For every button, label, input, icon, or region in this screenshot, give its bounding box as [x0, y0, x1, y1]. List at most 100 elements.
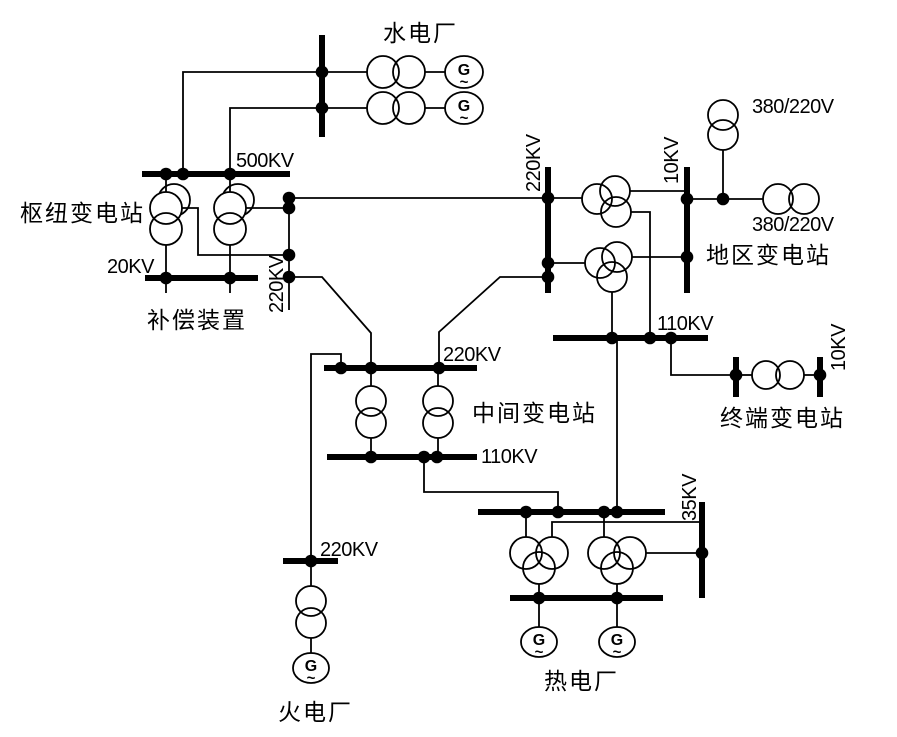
- transformer-winding: [422, 407, 454, 439]
- transformer-winding: [707, 119, 739, 151]
- generator-circle: [292, 652, 330, 684]
- voltage-label-380-220v: 380/220V: [752, 214, 835, 236]
- voltage-label-10kv-rotated: 10KV: [661, 136, 683, 184]
- junction-dot: [159, 271, 173, 285]
- voltage-label-500kv: 500KV: [236, 150, 295, 172]
- hydro-plant-group: 水电厂 G ~ G ~: [182, 20, 484, 174]
- generator-letter: G: [305, 658, 317, 675]
- junction-dot: [541, 256, 555, 270]
- wire: [229, 107, 322, 174]
- transformer-winding: [149, 212, 183, 246]
- generator-wave: ~: [460, 74, 469, 91]
- junction-dot: [680, 250, 694, 264]
- hub-substation-group: 500KV 枢纽变电站 20KV 补偿装置 220KV: [20, 150, 295, 333]
- junction-dot: [643, 331, 657, 345]
- terminal-substation-label: 终端变电站: [720, 405, 845, 431]
- transformer-winding: [707, 99, 739, 131]
- junction-dot: [315, 101, 329, 115]
- junction-dot: [282, 248, 296, 262]
- voltage-label-380-220v: 380/220V: [752, 96, 835, 118]
- transformer-winding: [596, 261, 628, 293]
- junction-dot: [364, 361, 378, 375]
- cogen-plant-label: 热电厂: [544, 668, 619, 694]
- compensation-device-label: 补偿装置: [147, 307, 247, 333]
- voltage-label-110kv: 110KV: [481, 446, 538, 468]
- junction-dot: [176, 167, 190, 181]
- transformer-winding: [599, 175, 631, 207]
- voltage-label-20kv: 20KV: [107, 256, 155, 278]
- junction-dot: [551, 505, 565, 519]
- generator-wave: ~: [460, 110, 469, 127]
- wire: [670, 338, 733, 376]
- voltage-label-220kv: 220KV: [320, 539, 379, 561]
- junction-dot: [610, 505, 624, 519]
- generator-letter: G: [458, 98, 470, 115]
- transformer-winding: [600, 551, 634, 585]
- transformer-winding: [600, 196, 632, 228]
- generator-letter: G: [533, 632, 545, 649]
- wire: [182, 71, 322, 174]
- junction-dot: [605, 331, 619, 345]
- hydro-plant-label: 水电厂: [383, 20, 458, 46]
- generator-circle: [444, 91, 484, 125]
- regional-substation-group: 220KV 10KV 地区变电站 380/220V 380/220V: [523, 96, 835, 512]
- generator-circle: [598, 626, 636, 658]
- transformer-winding: [213, 212, 247, 246]
- generator-circle: [520, 626, 558, 658]
- generator-letter: G: [611, 632, 623, 649]
- voltage-label-10kv-rotated: 10KV: [828, 323, 850, 371]
- junction-dot: [541, 191, 555, 205]
- terminal-substation-group: 10KV 终端变电站: [670, 323, 850, 431]
- generator-wave: ~: [535, 644, 544, 661]
- transformer-winding: [366, 55, 400, 89]
- intermediate-substation-label: 中间变电站: [472, 400, 597, 426]
- voltage-label-35kv-rotated: 35KV: [679, 473, 701, 521]
- junction-dot: [282, 270, 296, 284]
- junction-dot: [813, 368, 827, 382]
- wire-hub-to-intermediate: [289, 276, 372, 368]
- wire: [631, 211, 651, 338]
- voltage-label-220kv-rotated: 220KV: [523, 133, 545, 192]
- transformer-winding: [762, 183, 794, 215]
- thermal-plant-group: 220KV G ~ 火电厂: [278, 539, 379, 725]
- voltage-label-220kv-rotated: 220KV: [266, 254, 288, 313]
- generator-wave: ~: [307, 670, 316, 687]
- junction-dot: [282, 191, 296, 205]
- junction-dot: [159, 167, 173, 181]
- transformer-winding: [355, 407, 387, 439]
- junction-dot: [680, 192, 694, 206]
- transformer-winding: [522, 551, 556, 585]
- generator-letter: G: [458, 62, 470, 79]
- junction-dot: [364, 450, 378, 464]
- hub-substation-label: 枢纽变电站: [20, 200, 145, 226]
- transformer-winding: [392, 91, 426, 125]
- junction-dot: [315, 65, 329, 79]
- junction-dot: [430, 450, 444, 464]
- wire: [551, 521, 699, 537]
- tie-lines-group: [282, 191, 548, 368]
- transformer-winding: [788, 183, 820, 215]
- generator-wave: ~: [613, 644, 622, 661]
- junction-dot: [282, 201, 296, 215]
- wire-regional-to-intermediate: [438, 276, 548, 368]
- thermal-plant-label: 火电厂: [278, 699, 353, 725]
- transformer-winding: [422, 385, 454, 417]
- transformer-winding: [601, 241, 633, 273]
- junction-dot: [432, 361, 446, 375]
- wire: [182, 207, 289, 256]
- junction-dot: [541, 270, 555, 284]
- transformer-winding: [295, 585, 327, 617]
- transformer-winding: [149, 191, 183, 225]
- junction-dot: [716, 192, 730, 206]
- cogen-plant-group: 35KV G ~ G ~ 热电厂: [478, 473, 709, 694]
- junction-dot: [729, 368, 743, 382]
- voltage-label-110kv: 110KV: [657, 313, 714, 335]
- wire-intermediate-to-cogen: [423, 457, 559, 512]
- transformer-winding: [213, 191, 247, 225]
- junction-dot: [695, 546, 709, 560]
- junction-dot: [223, 167, 237, 181]
- transformer-winding: [392, 55, 426, 89]
- intermediate-substation-group: 220KV 中间变电站 110KV: [310, 344, 597, 561]
- transformer-winding: [355, 385, 387, 417]
